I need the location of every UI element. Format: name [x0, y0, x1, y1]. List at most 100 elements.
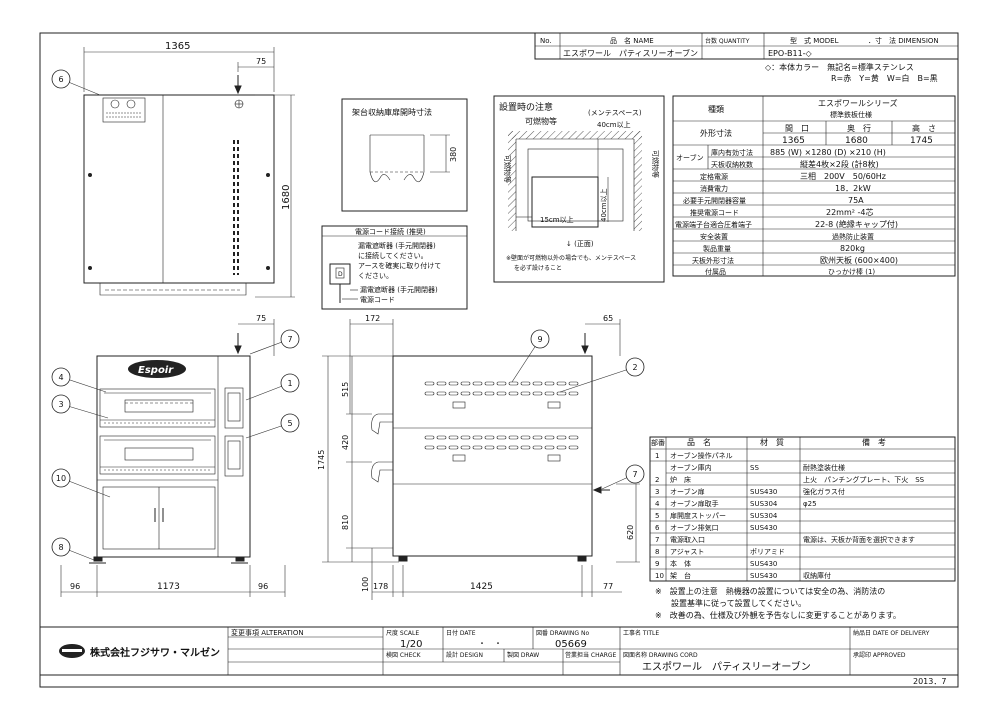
spec-consumption-label: 消費電力 [700, 184, 728, 193]
cord-l6: 電源コード [360, 295, 395, 304]
parts-no-cell: 4 [655, 500, 660, 508]
vent-slot [484, 445, 495, 450]
dim-side-810: 810 [341, 515, 350, 530]
vent-slot [424, 381, 435, 386]
stand-door-detail: 架台収納庫扉開時寸法 380 [341, 98, 468, 212]
install-front: ↓ (正面) [566, 240, 594, 248]
parts-name-cell: オーブン扉 [670, 487, 705, 496]
cord-connection: 電源コード接続 (推奨) D 漏電遮断器 (手元開閉器) に接続してください。 … [321, 225, 468, 310]
vent-slot [496, 445, 507, 450]
drawing-no-label: 図番 DRAWING No [536, 630, 589, 637]
cord-l5: 漏電遮断器 (手元開閉器) [360, 285, 438, 294]
vent-slot [496, 381, 507, 386]
vent-slot [436, 381, 447, 386]
parts-note-cell: 耐熱塗装仕様 [803, 463, 845, 472]
parts-note-cell: 強化ガラス付 [803, 487, 845, 496]
sheet-border [39, 32, 959, 688]
vent-slot [532, 381, 543, 386]
vent-slot [544, 381, 555, 386]
balloon-label: 6 [58, 75, 63, 84]
dim-front-side-l: 96 [70, 582, 80, 591]
parts-material-cell: ポリアミド [750, 548, 785, 556]
parts-material-cell: SUS430 [750, 488, 777, 496]
install-d15: 15cm以上 [540, 215, 574, 224]
design-label: 設計 DESIGN [446, 651, 483, 659]
side-view: 172 65 515 420 810 1745 100 620 178 1425… [317, 314, 640, 600]
vent-slot [556, 381, 567, 386]
vent-slot [520, 391, 531, 396]
spec-switch-label: 必要手元開閉器容量 [683, 196, 746, 205]
vent-slot [520, 381, 531, 386]
vent-slot [544, 445, 555, 450]
vent-slot [472, 391, 483, 396]
vent-slot [436, 445, 447, 450]
spec-accessory-label: 付属品 [705, 267, 726, 276]
model-table: No. 品 名 NAME 台数 QUANTITY 型 式 MODEL ．寸 法 … [534, 32, 959, 83]
vent-slot [448, 381, 459, 386]
balloon [51, 367, 71, 387]
vent-slot [568, 381, 579, 386]
dim-side-420: 420 [341, 435, 350, 450]
vent-slot [424, 445, 435, 450]
date-label: 日付 DATE [446, 629, 476, 637]
dim-side-77: 77 [603, 582, 613, 591]
scale-label: 尺度 SCALE [386, 629, 419, 637]
balloon-label: 4 [58, 373, 63, 382]
balloon [51, 537, 71, 557]
spec-terminal-label: 電源端子台適合圧着端子 [675, 220, 752, 229]
spec-plates-label: 天板収納枚数 [711, 160, 753, 169]
vent-slot [460, 391, 471, 396]
vent-slot [556, 391, 567, 396]
dim-front-middle: 1173 [157, 582, 180, 592]
vent-slot [568, 445, 579, 450]
install-note-1: ※壁面が可燃物以外の場合でも、メンテスペース [506, 254, 636, 262]
parts-no-cell: 8 [655, 548, 659, 556]
spec-terminal-value: 22-8 (絶縁キャップ付) [815, 219, 898, 229]
vent-slot [544, 391, 555, 396]
spec-inner-label: 庫内有効寸法 [711, 148, 753, 157]
parts-name-cell: オーブン排気口 [670, 523, 719, 532]
spec-kind-value-2: 標準鉄板仕様 [830, 110, 872, 119]
parts-name-cell: 炉 床 [670, 475, 691, 484]
spec-switch-value: 75A [848, 196, 864, 205]
vent-rows [424, 381, 579, 450]
vent-slot [448, 391, 459, 396]
parts-no-cell: 1 [655, 452, 659, 460]
vent-slot [568, 391, 579, 396]
parts-name-cell: オーブン扉取手 [670, 499, 719, 508]
dim-front-inlet: 75 [256, 314, 266, 323]
vent-slot [448, 445, 459, 450]
parts-note-cell: φ25 [803, 500, 817, 508]
vent-slot [508, 435, 519, 440]
title-block: 株式会社フジサワ・マルゼン 変更事項 ALTERATION 尺度 SCALE 1… [39, 626, 959, 686]
spec-power-value: 三相 200V 50/60Hz [800, 171, 886, 181]
parts-no-cell: 7 [655, 536, 659, 544]
vent-slot [556, 445, 567, 450]
parts-note-cell: 電源は、天板か背面を選択できます [803, 535, 915, 544]
vent-slot [472, 435, 483, 440]
dim-side-100: 100 [361, 577, 370, 592]
vent-slot [484, 381, 495, 386]
stand-title: 架台収納庫扉開時寸法 [352, 107, 432, 117]
install-title: 設置時の注意 [499, 101, 553, 113]
dim-side-1425: 1425 [470, 582, 493, 592]
spec-safety-label: 安全装置 [700, 232, 728, 241]
install-note-2: を必ず設けること [514, 264, 562, 272]
spec-consumption-value: 18．2kW [835, 184, 871, 193]
spec-tray-label: 天板外形寸法 [692, 256, 734, 265]
dim-side-172: 172 [365, 314, 380, 323]
parts-name-cell: オーブン庫内 [670, 463, 712, 472]
dim-top-width: 1365 [165, 41, 190, 52]
balloon-label: 9 [537, 335, 542, 344]
approved-label: 承認印 APPROVED [853, 651, 906, 659]
vent-slot [508, 445, 519, 450]
balloon-label: 2 [632, 363, 637, 372]
balloon-label: 10 [56, 474, 66, 483]
balloon [280, 413, 300, 433]
check-label: 検図 CHECK [386, 651, 422, 659]
cord-l4: ください。 [358, 272, 393, 280]
parts-name-cell: 架 台 [670, 571, 691, 580]
spec-table: 種類 エスポワールシリーズ 標準鉄板仕様 外形寸法 間 口 奥 行 高 さ 13… [672, 95, 956, 277]
